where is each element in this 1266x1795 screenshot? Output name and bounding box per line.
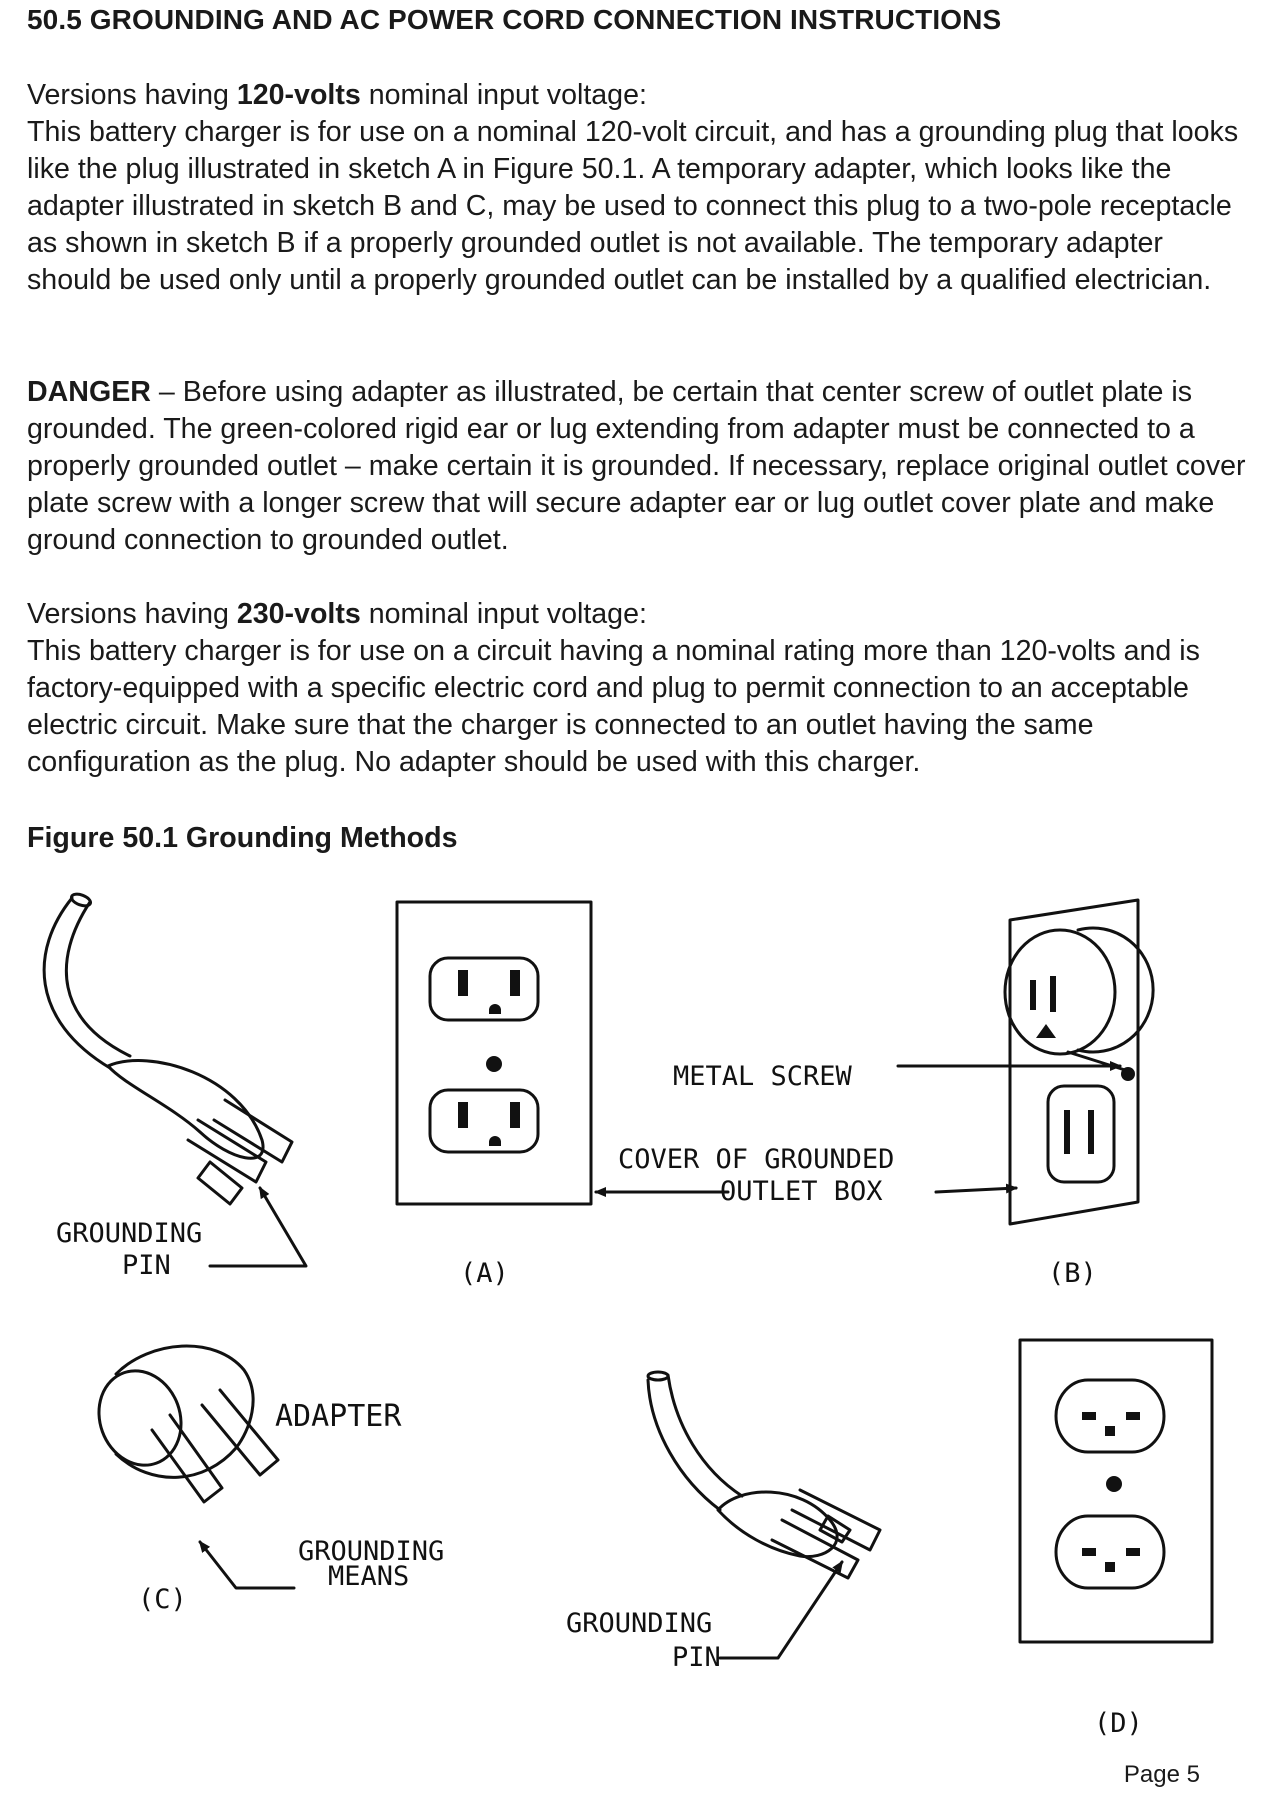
cord-cut-end	[69, 892, 93, 908]
grounding-pin-d-label-line1: GROUNDING	[566, 1608, 712, 1639]
outlet-d-ground-hole-lower	[1105, 1562, 1115, 1572]
section-title: 50.5 GROUNDING AND AC POWER CORD CONNECT…	[27, 4, 1002, 35]
outlet-a-slot-left-lower	[458, 1102, 468, 1128]
outlet-b-slot-right	[1088, 1110, 1094, 1154]
plug-d-body	[716, 1490, 839, 1559]
outlet-a-slot-left-upper	[458, 970, 468, 996]
outlet-a-ground-hole-upper	[489, 1004, 501, 1014]
outlet-a-lower-receptacle	[428, 1088, 540, 1154]
outlet-a-slot-right-upper	[510, 970, 520, 996]
cover-label-line2: OUTLET BOX	[720, 1176, 883, 1207]
v230-body: This battery charger is for use on a cir…	[27, 635, 1200, 778]
grounding-pin-d-leader	[718, 1560, 844, 1660]
plug-d-cord-outer	[646, 1378, 722, 1512]
v120-intro: Versions having 120-volts nominal input …	[27, 77, 1249, 114]
plug-blade-lower	[186, 1118, 268, 1184]
grounding-means-label-line1: GROUNDING	[298, 1536, 444, 1567]
cover-label-line1: COVER OF GROUNDED	[618, 1144, 894, 1175]
danger-label: DANGER	[27, 376, 151, 408]
outlet-a-slot-right-lower	[510, 1102, 520, 1128]
sketch-a-label: (A)	[460, 1258, 509, 1289]
adapter-b-body-side	[1076, 926, 1155, 1054]
outlet-a-plate	[395, 900, 593, 1206]
grounding-methods-figure: GROUNDING PIN (A) (B) METAL SCREW COVER …	[42, 892, 1214, 1739]
sketch-b-label: (B)	[1048, 1258, 1097, 1289]
outlet-d-center-screw	[1106, 1476, 1122, 1492]
adapter-b-slot-right	[1050, 976, 1056, 1012]
adapter-drawing	[97, 1344, 280, 1504]
grounding-means-label-line2: MEANS	[328, 1561, 409, 1592]
metal-screw-label: METAL SCREW	[673, 1061, 853, 1092]
grounding-pin-d-label-line2: PIN	[672, 1642, 721, 1673]
outlet-d-plate	[1018, 1338, 1214, 1644]
cover-right-arrow	[934, 1183, 1018, 1194]
outlet-a-ground-hole-lower	[489, 1136, 501, 1146]
v230-intro: Versions having 230-volts nominal input …	[27, 596, 1249, 633]
v120-intro-text: Versions having	[27, 79, 237, 111]
three-prong-plug-drawing	[42, 892, 294, 1206]
plug-d-cord-inner	[666, 1373, 744, 1498]
figure-caption: Figure 50.1 Grounding Methods	[27, 822, 458, 854]
adapter-label: ADAPTER	[275, 1399, 402, 1434]
outlet-d-upper-receptacle	[1054, 1378, 1166, 1454]
grounding-pin-a-leader	[208, 1186, 308, 1268]
v230-intro-text: Versions having	[27, 598, 237, 630]
adapter-on-two-pole-outlet-drawing	[1003, 898, 1155, 1226]
outlet-d-ground-hole-upper	[1105, 1426, 1115, 1436]
outlet-b-plate	[1008, 898, 1140, 1226]
grounding-pin-a-label-line1: GROUNDING	[56, 1218, 202, 1249]
plug-cord-inner	[64, 900, 132, 1058]
outlet-b-screw	[1121, 1067, 1135, 1081]
plug-d-grounding-pin	[818, 1514, 852, 1544]
adapter-c-blade-lower	[150, 1413, 224, 1504]
plug-cord-outer	[42, 896, 112, 1070]
outlet-d-lower-receptacle	[1054, 1514, 1166, 1590]
v230-voltage-emphasis: 230-volts	[236, 598, 361, 630]
grounding-pin-a-label-line2: PIN	[122, 1250, 171, 1281]
adapter-c-body	[114, 1344, 255, 1479]
danger-section: DANGER – Before using adapter as illustr…	[27, 374, 1249, 559]
plug-d-blade-upper	[790, 1488, 882, 1552]
adapter-b-slot-left	[1030, 980, 1036, 1010]
outlet-d-slot-right-lower	[1126, 1548, 1140, 1556]
plug-blade-upper	[212, 1098, 294, 1164]
grounded-outlet-d-drawing	[1018, 1338, 1214, 1644]
adapter-b-face	[1003, 928, 1117, 1056]
plug-d-blade-lower	[770, 1518, 860, 1580]
outlet-a-center-screw	[486, 1056, 502, 1072]
plug-grounding-pin-shape	[196, 1160, 244, 1206]
outlet-d-slot-left-lower	[1082, 1548, 1096, 1556]
v120-voltage-emphasis: 120-volts	[236, 79, 361, 111]
v230-section: Versions having 230-volts nominal input …	[27, 596, 1249, 781]
v120-intro-suffix: nominal input voltage:	[360, 79, 647, 111]
plug-with-cord-drawing	[646, 1370, 882, 1580]
grounded-duplex-outlet-drawing	[395, 900, 593, 1206]
v120-body: This battery charger is for use on a nom…	[27, 116, 1239, 296]
sketch-d-label: (D)	[1094, 1708, 1143, 1739]
adapter-c-rim	[97, 1369, 183, 1467]
grounding-means-arrow	[198, 1540, 296, 1590]
outlet-d-slot-left-upper	[1082, 1412, 1096, 1420]
outlet-a-upper-receptacle	[428, 956, 540, 1022]
outlet-b-receptacle	[1046, 1084, 1116, 1184]
outlet-b-slot-left	[1064, 1110, 1070, 1154]
page-number: Page 5	[1123, 1761, 1200, 1788]
plug-d-cord-end	[646, 1370, 670, 1382]
v230-intro-suffix: nominal input voltage:	[360, 598, 647, 630]
danger-paragraph: DANGER – Before using adapter as illustr…	[27, 374, 1249, 559]
adapter-b-ground-hole	[1036, 1024, 1056, 1038]
v120-section: Versions having 120-volts nominal input …	[27, 77, 1249, 299]
outlet-d-slot-right-upper	[1126, 1412, 1140, 1420]
adapter-c-blade-upper	[200, 1388, 280, 1477]
sketch-c-label: (C)	[138, 1584, 187, 1615]
danger-text: – Before using adapter as illustrated, b…	[27, 376, 1246, 556]
